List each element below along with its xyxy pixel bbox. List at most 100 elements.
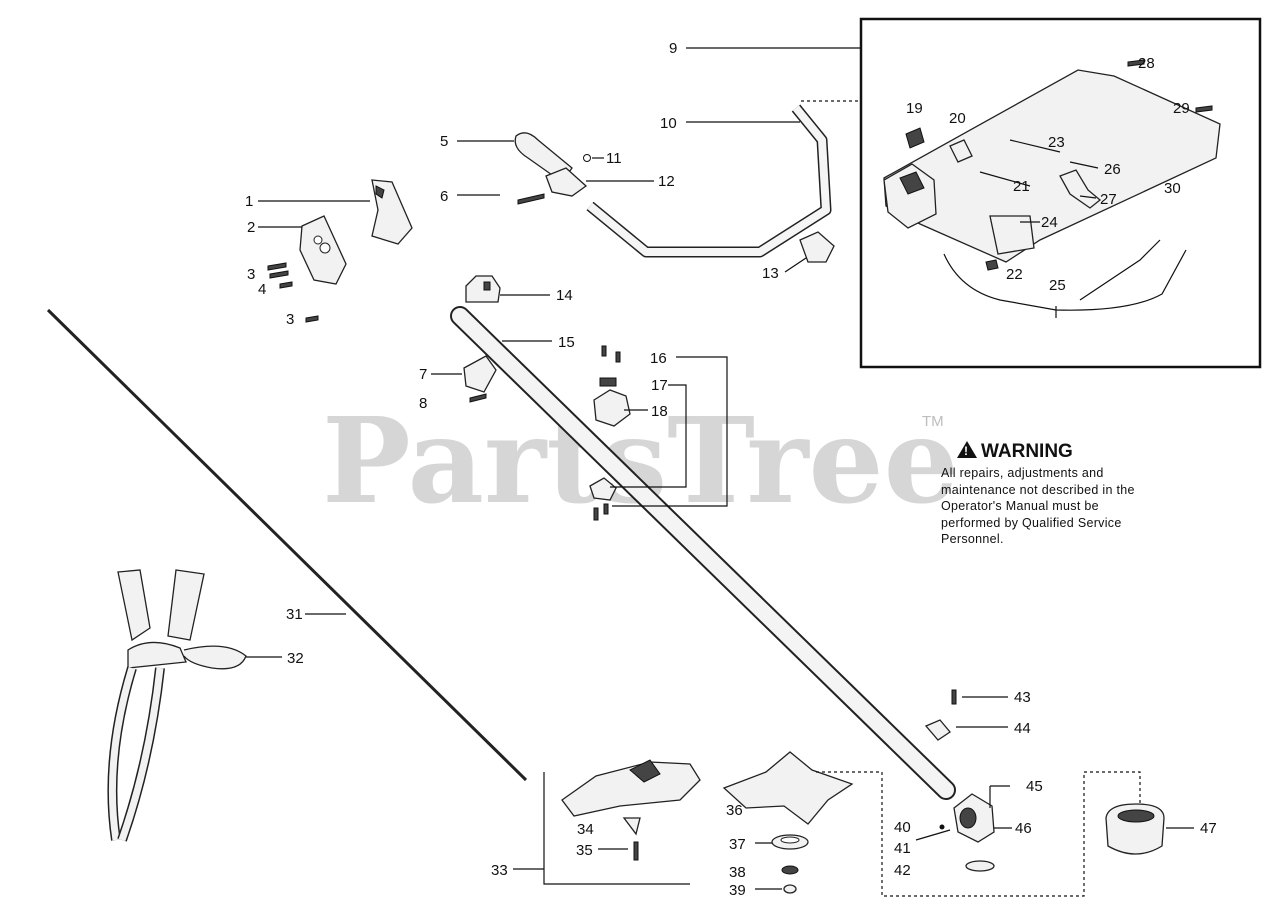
part-shield-34 (561, 759, 701, 836)
part-washer-37 (771, 834, 809, 850)
leader-26 (1069, 161, 1099, 169)
part-throttle-bracket-18 (593, 345, 631, 427)
callout-17: 17 (651, 377, 668, 394)
part-nut-11 (583, 154, 591, 162)
callout-38: 38 (729, 864, 746, 881)
part-gearbox-45 (953, 793, 995, 843)
leader-23 (1009, 139, 1061, 153)
part-driveshaft-31 (46, 308, 528, 782)
part-blade-36 (722, 751, 854, 825)
callout-21: 21 (1013, 178, 1030, 195)
handle-assembly-inset-box (859, 17, 1262, 369)
part-lever-20 (949, 139, 973, 163)
callout-41: 41 (894, 840, 911, 857)
callout-18: 18 (651, 403, 668, 420)
callout-9: 9 (669, 40, 677, 57)
callout-20: 20 (949, 110, 966, 127)
part-nut-39 (783, 884, 797, 894)
part-screw-35 (633, 841, 639, 861)
part-handle-housing-30 (883, 69, 1221, 263)
handlebar-fill (587, 105, 830, 256)
part-screw-8 (469, 393, 487, 403)
part-screw-28 (1127, 59, 1145, 67)
leader-21 (979, 171, 1031, 187)
callout-32: 32 (287, 650, 304, 667)
part-screw-43 (951, 689, 957, 705)
callout-46: 46 (1015, 820, 1032, 837)
callout-45: 45 (1026, 778, 1043, 795)
part-clamp-13 (799, 231, 835, 263)
part-screws-3-4 (267, 262, 319, 323)
callout-8: 8 (419, 395, 427, 412)
part-shield-1 (371, 179, 413, 245)
part-screw-40 (939, 824, 945, 830)
callout-34: 34 (577, 821, 594, 838)
part-washer-42 (965, 860, 995, 872)
part-screw-22 (985, 259, 999, 271)
callout-19: 19 (906, 100, 923, 117)
callout-28: 28 (1138, 55, 1155, 72)
part-harness-32 (107, 569, 247, 842)
callout-24: 24 (1041, 214, 1058, 231)
part-clamp-44 (924, 719, 951, 741)
callout-37: 37 (729, 836, 746, 853)
callout-5: 5 (440, 133, 448, 150)
callout-3: 3 (247, 266, 255, 283)
part-washer-38 (781, 865, 799, 875)
part-trimmer-head-47 (1105, 803, 1165, 855)
callout-42: 42 (894, 862, 911, 879)
callout-27: 27 (1100, 191, 1117, 208)
part-clamp-17 (589, 477, 617, 521)
callout-39: 39 (729, 882, 746, 899)
warning-title-row: WARNING (957, 440, 1156, 463)
dashed-assembly-line (816, 771, 1141, 897)
part-trigger-27 (1059, 169, 1102, 209)
callout-36: 36 (726, 802, 743, 819)
callout-3-second: 3 (286, 311, 294, 328)
watermark-brand: PartsTree (322, 391, 959, 530)
callout-33: 33 (491, 862, 508, 879)
warning-notice: WARNING All repairs, adjustments and mai… (941, 440, 1156, 548)
callout-44: 44 (1014, 720, 1031, 737)
callout-1: 1 (245, 193, 253, 210)
callout-15: 15 (558, 334, 575, 351)
leader-41 (915, 829, 951, 841)
wire-25-branch (1079, 239, 1161, 301)
callout-30: 30 (1164, 180, 1181, 197)
callout-31: 31 (286, 606, 303, 623)
callout-29: 29 (1173, 100, 1190, 117)
callout-23: 23 (1048, 134, 1065, 151)
callout-13: 13 (762, 265, 779, 282)
part-switch-19 (905, 127, 925, 149)
part-screw-29 (1195, 105, 1213, 113)
leader-27 (1079, 195, 1097, 199)
callout-25: 25 (1049, 277, 1066, 294)
callout-12: 12 (658, 173, 675, 190)
callout-22: 22 (1006, 266, 1023, 283)
callout-7: 7 (419, 366, 427, 383)
callout-16: 16 (650, 350, 667, 367)
part-tube-15 (452, 308, 954, 798)
callout-2: 2 (247, 219, 255, 236)
warning-title: WARNING (981, 441, 1073, 462)
bracket-33 (543, 772, 690, 885)
leader-13 (784, 257, 807, 273)
callout-40: 40 (894, 819, 911, 836)
warning-triangle-icon (957, 441, 977, 458)
warning-text: All repairs, adjustments and maintenance… (941, 466, 1135, 546)
part-screw-6 (517, 193, 545, 205)
part-bracket-2 (299, 215, 347, 285)
bracket-16 (612, 356, 728, 507)
callout-11: 11 (606, 150, 622, 167)
watermark-trademark: TM (922, 413, 944, 430)
part-bracket-14 (465, 275, 501, 303)
callout-4: 4 (258, 281, 266, 298)
bracket-17 (610, 384, 687, 488)
callout-47: 47 (1200, 820, 1217, 837)
callout-43: 43 (1014, 689, 1031, 706)
callout-26: 26 (1104, 161, 1121, 178)
callout-6: 6 (440, 188, 448, 205)
callout-14: 14 (556, 287, 573, 304)
callout-10: 10 (660, 115, 677, 132)
